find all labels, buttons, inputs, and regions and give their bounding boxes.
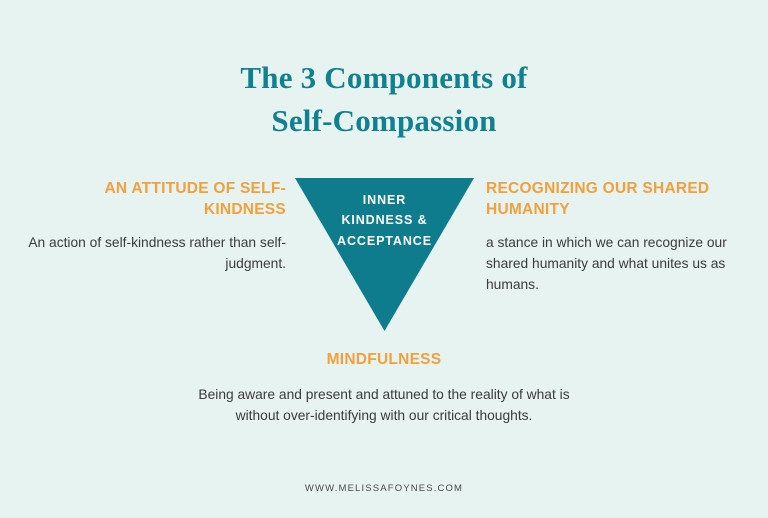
component-self-kindness: AN ATTITUDE OF SELF-KINDNESS An action o… [24, 179, 286, 275]
page-title: The 3 Components of Self-Compassion [0, 57, 768, 143]
triangle-label-line-1: INNER [362, 193, 407, 207]
center-triangle: INNER KINDNESS & ACCEPTANCE [295, 178, 474, 331]
triangle-label-line-3: ACCEPTANCE [337, 233, 432, 248]
component-body-shared-humanity: a stance in which we can recognize our s… [486, 235, 727, 293]
page-title-line-1: The 3 Components of [240, 59, 528, 95]
component-shared-humanity: RECOGNIZING OUR SHARED HUMANITY a stance… [486, 179, 748, 296]
component-heading-self-kindness: AN ATTITUDE OF SELF-KINDNESS [104, 180, 286, 218]
component-heading-mindfulness: MINDFULNESS [326, 351, 442, 368]
component-body-self-kindness: An action of self-kindness rather than s… [28, 235, 286, 272]
footer-website: WWW.MELISSAFOYNES.COM [304, 483, 464, 494]
component-heading-shared-humanity: RECOGNIZING OUR SHARED HUMANITY [486, 180, 710, 218]
component-body-mindfulness: Being aware and present and attuned to t… [198, 386, 570, 423]
page-title-line-2: Self-Compassion [271, 102, 497, 138]
component-mindfulness: MINDFULNESS Being aware and present and … [184, 350, 584, 427]
triangle-label: INNER KINDNESS & ACCEPTANCE [295, 190, 474, 251]
triangle-label-line-2: KINDNESS & [341, 213, 428, 228]
